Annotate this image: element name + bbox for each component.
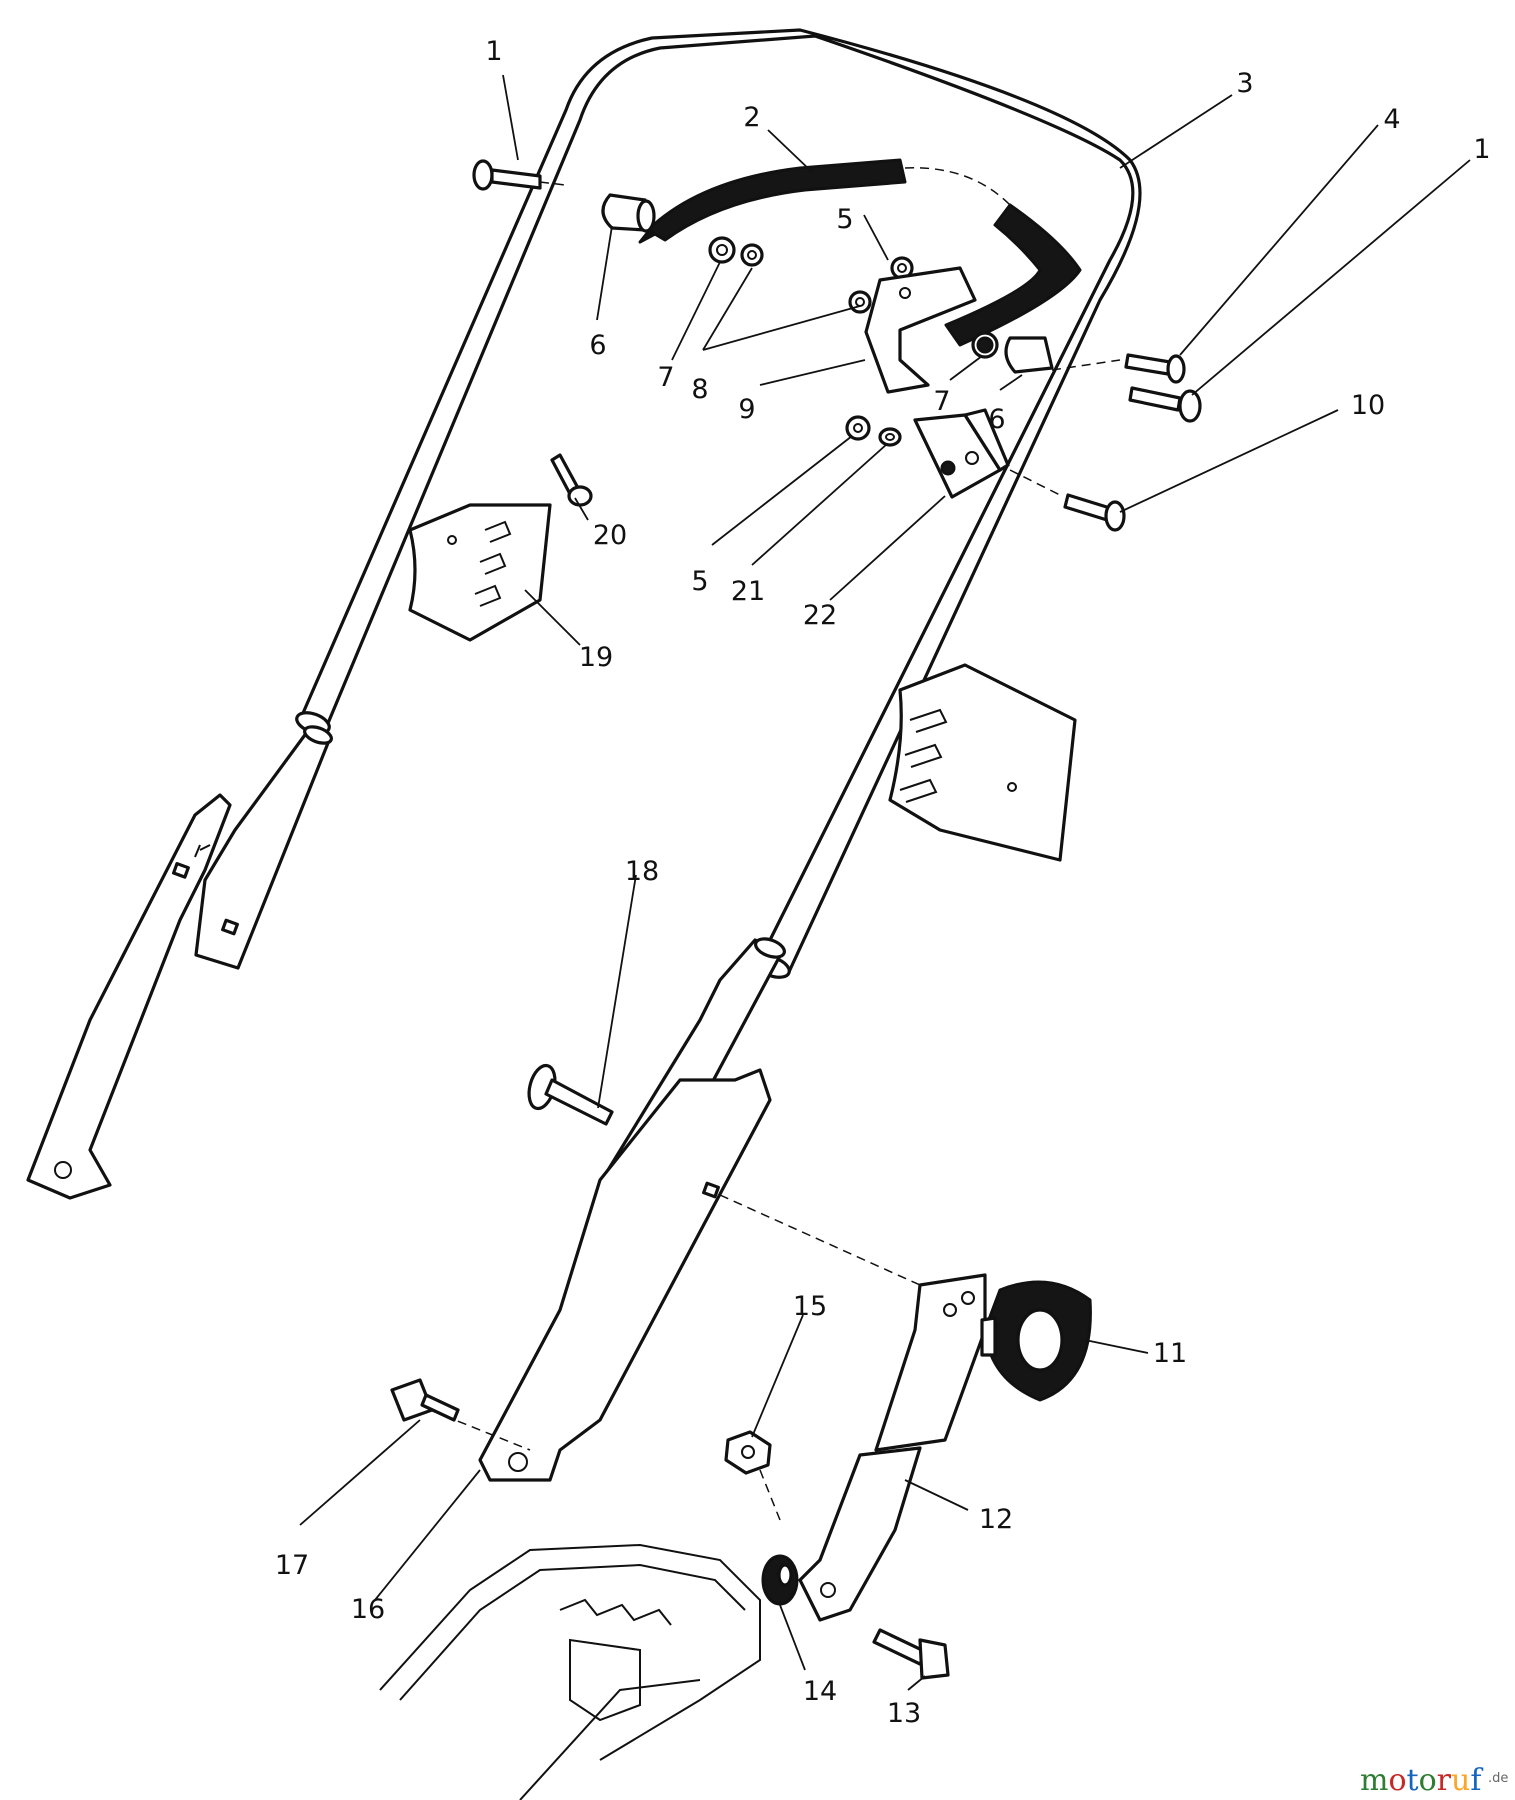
watermark-suffix: .de bbox=[1488, 1771, 1508, 1786]
nut-left bbox=[740, 243, 764, 267]
callout-20: 20 bbox=[593, 520, 627, 551]
callout-10: 10 bbox=[1351, 390, 1385, 421]
callout-3: 3 bbox=[1236, 68, 1253, 99]
bolt-20 bbox=[550, 453, 593, 507]
callout-15: 15 bbox=[793, 1291, 827, 1322]
callout-21: 21 bbox=[731, 576, 765, 607]
nut-mid bbox=[848, 290, 872, 314]
flange-bolt-13 bbox=[872, 1628, 950, 1680]
adjuster-plate-lower bbox=[798, 1446, 922, 1622]
svg-text:motoruf: motoruf bbox=[1360, 1763, 1483, 1798]
callout-5-bottom: 5 bbox=[691, 566, 708, 597]
wm-f: f bbox=[1470, 1763, 1483, 1798]
adjuster-plate-upper bbox=[874, 1273, 987, 1452]
callout-4: 4 bbox=[1383, 104, 1400, 135]
control-bracket bbox=[864, 266, 977, 394]
callout-1-right: 1 bbox=[1473, 134, 1490, 165]
carriage-bolt-18 bbox=[527, 1063, 614, 1126]
nut-top bbox=[890, 256, 914, 280]
callout-13: 13 bbox=[887, 1698, 921, 1729]
callout-19: 19 bbox=[579, 642, 613, 673]
left-lower-tube bbox=[26, 793, 232, 1200]
callout-7-left: 7 bbox=[657, 362, 674, 393]
callout-labels: 1 2 3 4 1 5 6 7 8 9 7 6 10 20 5 21 22 19… bbox=[275, 36, 1491, 1729]
washer bbox=[878, 427, 902, 447]
nut-bottom bbox=[845, 415, 871, 441]
wm-o2: o bbox=[1419, 1763, 1437, 1798]
callout-18: 18 bbox=[625, 856, 659, 887]
callout-11: 11 bbox=[1153, 1338, 1187, 1369]
right-lower-tube bbox=[478, 1068, 772, 1482]
switch-block bbox=[913, 408, 1010, 499]
callout-6-right: 6 bbox=[988, 404, 1005, 435]
spacer-right bbox=[971, 331, 999, 359]
callout-6-left: 6 bbox=[589, 330, 606, 361]
bolt-right-4 bbox=[1124, 353, 1186, 384]
callout-1-left: 1 bbox=[485, 36, 502, 67]
bolt-right-1 bbox=[1128, 386, 1202, 423]
spacer-left bbox=[708, 236, 736, 264]
thick-washer-14 bbox=[761, 1554, 799, 1606]
handle-plug-right bbox=[1004, 336, 1054, 374]
callout-leaders bbox=[299, 74, 1471, 1691]
bolt-right-10 bbox=[1063, 493, 1126, 532]
callout-9: 9 bbox=[738, 394, 755, 425]
cable-guide-right bbox=[888, 663, 1077, 862]
handle-plug-left bbox=[601, 193, 656, 233]
wm-t: t bbox=[1407, 1763, 1419, 1798]
adjuster-knob bbox=[980, 1280, 1092, 1402]
mower-deck-outline bbox=[379, 1543, 761, 1800]
callout-8: 8 bbox=[691, 374, 708, 405]
callout-16: 16 bbox=[351, 1594, 385, 1625]
wm-m: m bbox=[1360, 1763, 1388, 1798]
callout-2: 2 bbox=[743, 102, 760, 133]
hex-nut-15 bbox=[724, 1430, 772, 1475]
callout-14: 14 bbox=[803, 1676, 837, 1707]
bolt-top-left bbox=[472, 159, 542, 191]
callout-12: 12 bbox=[979, 1504, 1013, 1535]
control-bar bbox=[638, 158, 1082, 347]
cable-guide-left bbox=[408, 503, 552, 642]
wm-r: r bbox=[1437, 1763, 1452, 1798]
callout-7-right: 7 bbox=[933, 386, 950, 417]
callout-5-top: 5 bbox=[836, 204, 853, 235]
wm-o1: o bbox=[1388, 1763, 1406, 1798]
callout-22: 22 bbox=[803, 600, 837, 631]
watermark: motoruf .de bbox=[1360, 1763, 1508, 1798]
shoulder-bolt-17 bbox=[390, 1378, 460, 1422]
left-mid-tube bbox=[194, 725, 333, 970]
wm-u: u bbox=[1451, 1763, 1470, 1798]
callout-17: 17 bbox=[275, 1550, 309, 1581]
